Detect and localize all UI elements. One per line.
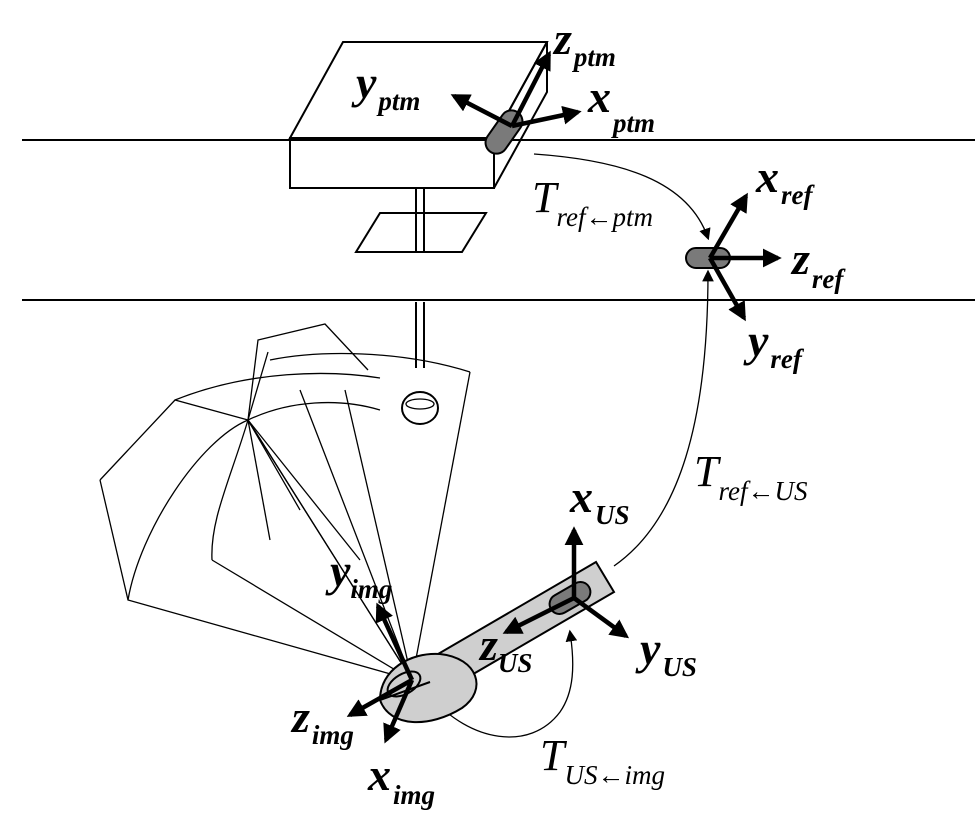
ref-x-axis-arrow xyxy=(708,192,748,260)
us-y-label: yUS xyxy=(635,623,697,682)
us-z-axis-arrow xyxy=(502,595,576,635)
img-z-label: zimg xyxy=(290,691,354,750)
ptm-z-axis-arrow xyxy=(509,50,552,128)
ref-y-axis-arrow xyxy=(708,256,746,322)
img-y-label: yimg xyxy=(325,545,392,604)
ref-z-label: zref xyxy=(790,233,846,294)
ptm-y-axis-arrow xyxy=(450,94,514,128)
transform-curve-ref-ptm xyxy=(533,153,711,241)
transform-curve-ref-us xyxy=(613,269,714,567)
us-x-label: xUS xyxy=(569,471,630,530)
phantom-plate xyxy=(354,212,488,253)
ref-x-label: xref xyxy=(755,151,815,210)
ptm-x-label: xptm xyxy=(587,71,655,138)
us-z-label: zUS xyxy=(478,619,532,678)
transform-label-us-img: TUS←img xyxy=(540,731,665,790)
phantom-rod xyxy=(415,188,425,368)
phantom-target-sphere xyxy=(401,391,439,425)
us-y-axis-arrow xyxy=(572,596,630,639)
transform-label-ref-ptm: Tref←ptm xyxy=(532,173,653,232)
img-x-axis-arrow xyxy=(383,679,415,744)
img-y-axis-arrow xyxy=(375,602,415,681)
ptm-z-label: zptm xyxy=(552,13,616,72)
ptm-x-axis-arrow xyxy=(511,105,582,129)
transform-curve-us-img xyxy=(429,629,578,738)
img-x-label: ximg xyxy=(367,749,435,810)
phantom-box xyxy=(288,41,549,189)
ptm-y-label: yptm xyxy=(351,57,420,116)
transform-label-ref-us: Tref←US xyxy=(694,447,808,506)
ultrasound-image-planes xyxy=(99,323,471,681)
ref-y-label: yref xyxy=(743,315,805,374)
img-z-axis-arrow xyxy=(346,678,414,717)
